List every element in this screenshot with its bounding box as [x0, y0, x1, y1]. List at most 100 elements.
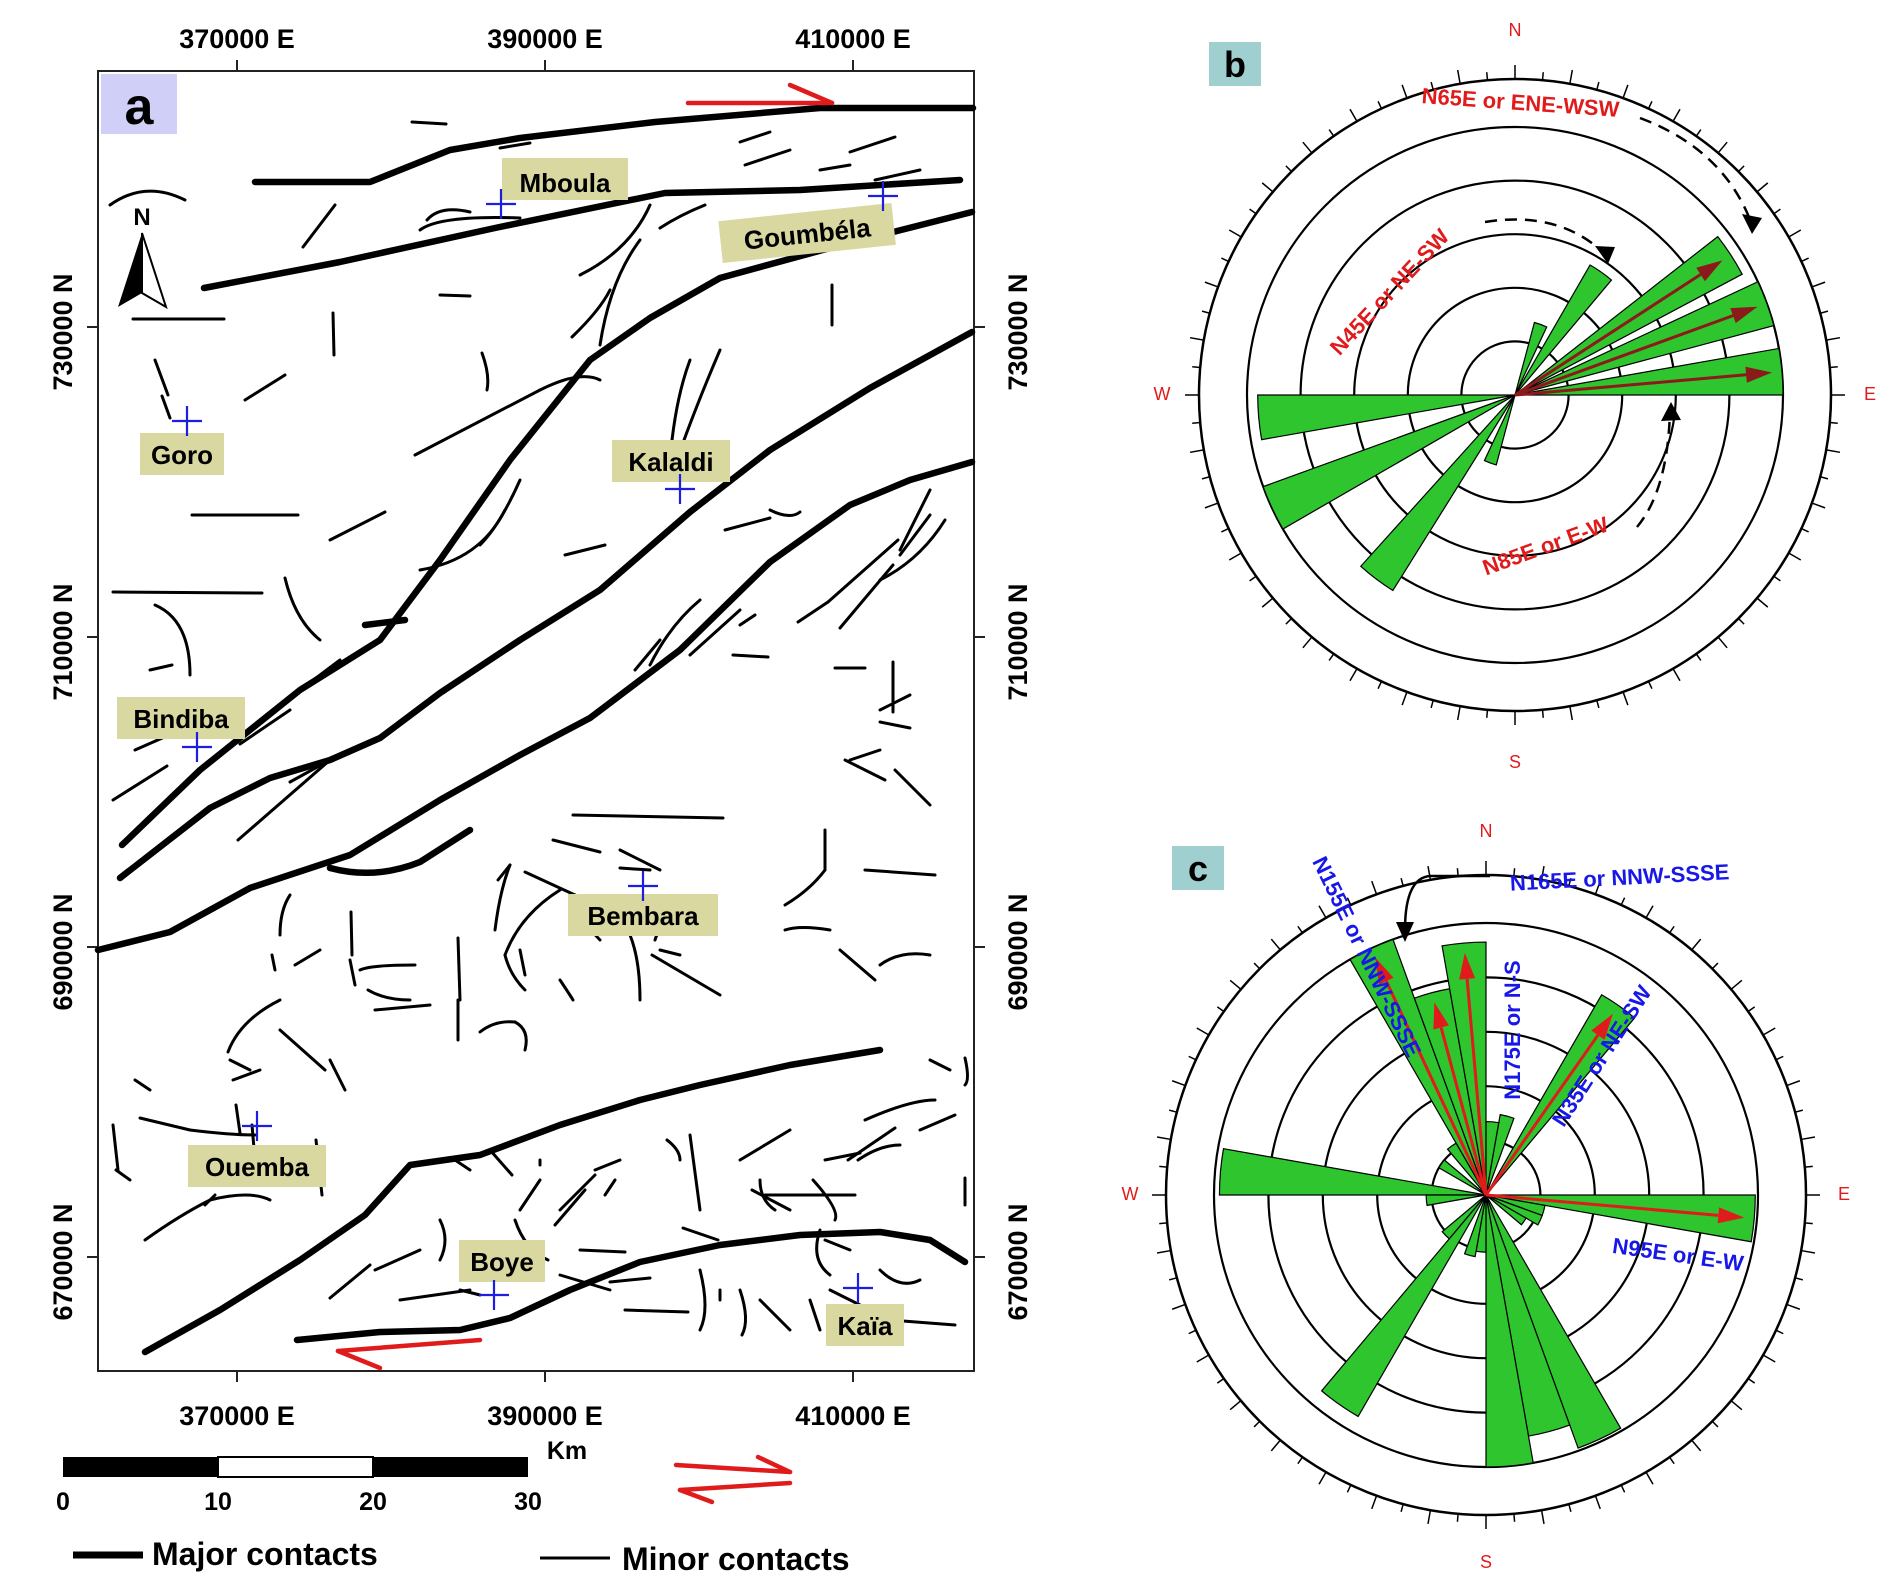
- major-contact: [141, 1046, 884, 1356]
- rose-tick: [1620, 897, 1626, 906]
- rose-petal: [1262, 394, 1516, 530]
- rose-tick: [1811, 502, 1826, 509]
- rose-mean-arrow-head: [1745, 366, 1773, 383]
- rose-tick: [1253, 962, 1261, 970]
- y-tick-right-3: 690000 N: [1003, 893, 1033, 1010]
- rose-tick: [1786, 1080, 1801, 1087]
- rose-tick: [1270, 938, 1281, 951]
- rose-tick: [1192, 366, 1201, 369]
- locality-label: Goro: [151, 440, 213, 470]
- rose-tick: [1695, 129, 1702, 137]
- rose-petal: [1514, 264, 1613, 396]
- y-tick-right-4: 670000 N: [1003, 1203, 1033, 1320]
- rose-tick: [1691, 1439, 1702, 1452]
- rose-c-annotation-nnw: N165E or NNW-SSSE: [1509, 859, 1730, 895]
- rose-tick: [1647, 101, 1653, 109]
- rose-tick: [1622, 691, 1629, 706]
- north-label: N: [133, 204, 150, 231]
- shear-arrow-bottom-icon: [335, 1337, 483, 1371]
- major-contact: [251, 104, 977, 186]
- rose-petal: [1514, 235, 1743, 396]
- rose-tick: [1568, 877, 1572, 887]
- rose-tick: [1216, 1377, 1225, 1384]
- locality-label: Ouemba: [205, 1152, 310, 1182]
- rose-petal: [1218, 1148, 1487, 1196]
- rose-b-petals: [1257, 235, 1784, 592]
- rose-tick: [1249, 208, 1257, 215]
- rose-tick: [1695, 653, 1702, 661]
- rose-tick: [1349, 108, 1358, 122]
- locality-label: Kalaldi: [628, 447, 713, 477]
- rose-mean-arrow: [1514, 273, 1702, 397]
- rose-tick: [1328, 653, 1335, 661]
- rose-tick: [1486, 72, 1489, 81]
- rose-tick: [1737, 617, 1745, 625]
- rose-mean-arrow: [1439, 1027, 1488, 1196]
- rose-tick: [1297, 925, 1304, 934]
- rose-petal: [1463, 1194, 1487, 1258]
- x-tick-top-3: 410000 E: [795, 24, 911, 54]
- rose-tick: [1159, 1222, 1168, 1225]
- rose-tick: [1717, 636, 1728, 649]
- rose-petal: [1485, 1194, 1622, 1449]
- rose-tick: [1829, 366, 1838, 369]
- station-cross-icon: [486, 189, 516, 219]
- rose-tick: [1228, 552, 1242, 561]
- station-cross-icon: [242, 1111, 272, 1141]
- x-tick-bottom-2: 390000 E: [487, 1401, 603, 1431]
- rose-tick: [1568, 1503, 1572, 1513]
- rose-petal: [1349, 938, 1487, 1196]
- legend-minor-label: Minor contacts: [622, 1541, 850, 1577]
- rose-tick: [1456, 1513, 1459, 1522]
- locality-label: Bindiba: [133, 704, 229, 734]
- rose-tick: [1261, 182, 1274, 193]
- rose-c-annotation-n175: N175E or N-S: [1500, 960, 1525, 1099]
- rose-petal: [1441, 1194, 1487, 1240]
- rose-tick: [1349, 668, 1358, 682]
- rose-petal: [1485, 1113, 1515, 1196]
- y-tick-right-1: 730000 N: [1003, 273, 1033, 390]
- rose-tick: [1730, 1400, 1743, 1411]
- major-contact: [326, 826, 474, 877]
- rose-tick: [1318, 1471, 1327, 1485]
- panel-tag-b-box: [1209, 42, 1261, 86]
- rose-tick: [1672, 668, 1681, 682]
- rose-mean-arrow: [1485, 1193, 1719, 1217]
- rose-mean-arrow: [1514, 314, 1734, 397]
- station-cross-icon: [665, 474, 695, 504]
- major-contact: [116, 328, 976, 882]
- rose-tick: [1188, 1055, 1197, 1061]
- rose-petal: [1438, 1159, 1487, 1196]
- rose-tick: [1253, 1420, 1261, 1428]
- rose-tick: [1216, 1006, 1225, 1013]
- rose-tick: [1346, 1484, 1352, 1493]
- rose-tick: [1717, 141, 1728, 154]
- rose-tick: [1756, 597, 1769, 608]
- rose-tick: [1541, 709, 1544, 718]
- rose-tick: [1346, 897, 1352, 906]
- rose-tick: [1801, 257, 1809, 263]
- rose-petal: [1359, 394, 1516, 592]
- rose-tick: [1513, 868, 1516, 877]
- rose-tick: [1801, 1249, 1816, 1254]
- rose-petal: [1514, 321, 1548, 396]
- rose-mean-arrow: [1514, 373, 1747, 397]
- rose-tick: [1171, 1080, 1186, 1087]
- rose-b-dashed-arrows: [1484, 116, 1754, 528]
- rose-tick: [1668, 925, 1675, 934]
- rose-tick: [1318, 905, 1327, 919]
- major-contact: [293, 1228, 969, 1344]
- rose-b-label-w: W: [1154, 384, 1171, 404]
- station-cross-icon: [628, 871, 658, 901]
- rose-c-arrows: [1375, 952, 1745, 1224]
- locality-labels: Mboula Goumbéla Goro Kalaldi Bindiba Bem…: [117, 158, 904, 1346]
- y-tick-left-2: 710000 N: [48, 583, 78, 700]
- rose-tick: [1668, 1456, 1675, 1465]
- rose-tick: [1747, 1377, 1756, 1384]
- rose-tick: [1371, 880, 1378, 895]
- rose-petal: [1425, 1194, 1487, 1207]
- curved-arrow-icon: [1403, 874, 1490, 931]
- map-frame: [97, 70, 975, 1372]
- rose-b-label-n: N: [1509, 20, 1522, 40]
